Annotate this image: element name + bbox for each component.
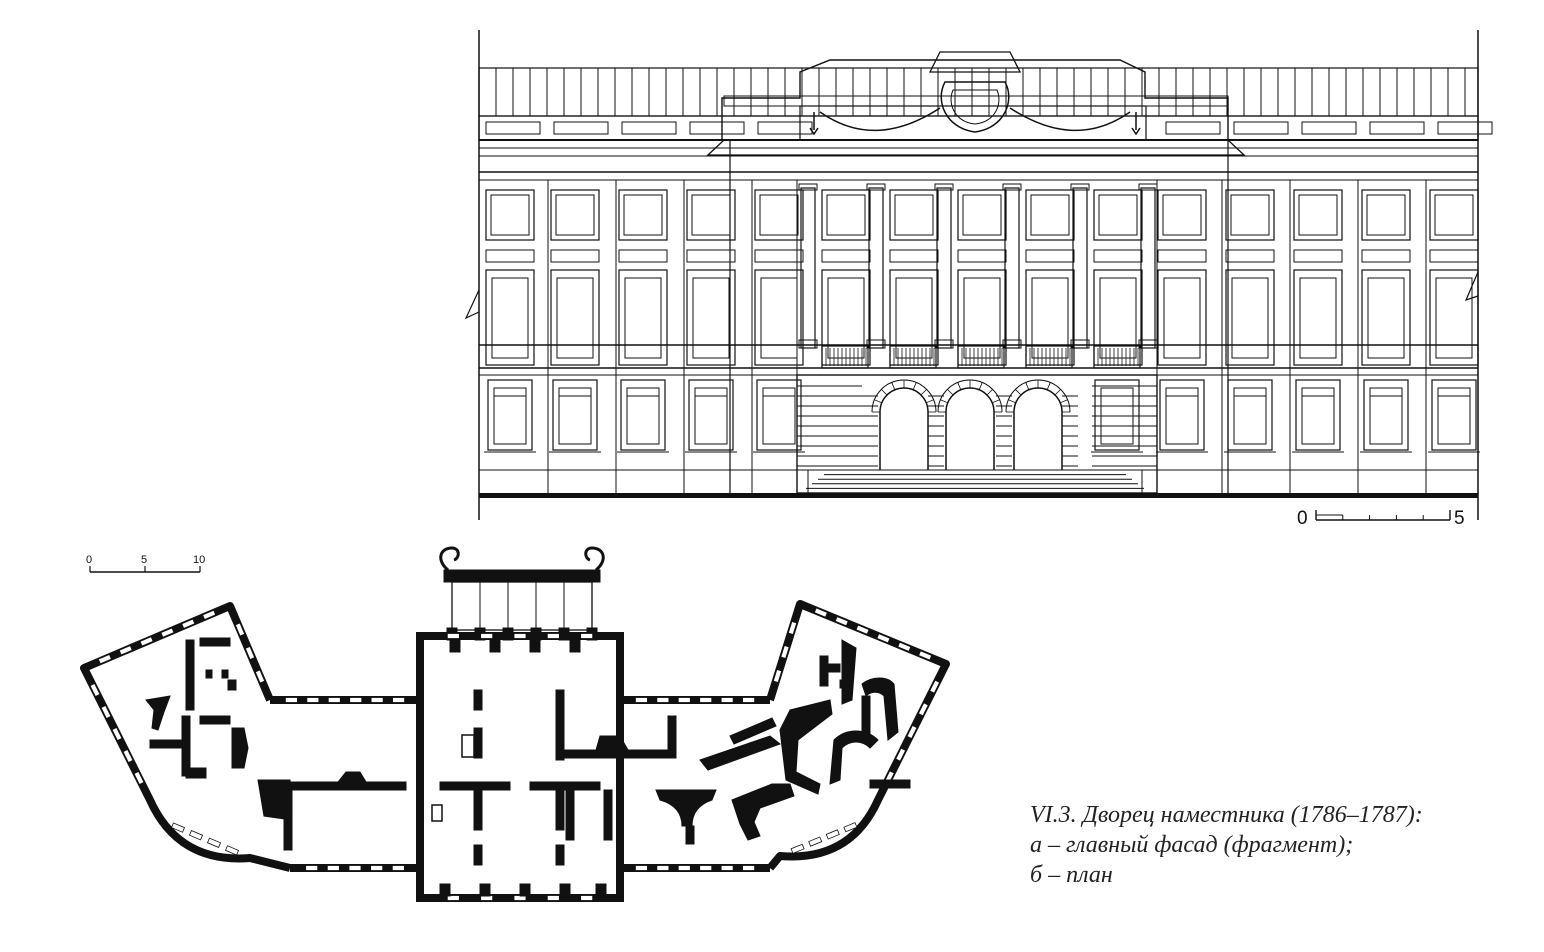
window — [1224, 379, 1276, 453]
entrance-arches — [871, 379, 1071, 470]
window — [889, 189, 939, 366]
column — [798, 183, 818, 349]
main-facade-elevation: 0 5 — [464, 30, 1493, 529]
caption-item-b: б – план — [1030, 862, 1113, 888]
facade-scale-start: 0 — [1297, 508, 1308, 529]
window — [549, 379, 601, 453]
window — [1093, 189, 1143, 366]
facade-scale-bar: 0 5 — [1297, 508, 1465, 529]
frieze-panels — [485, 121, 1493, 135]
interior-walls — [145, 637, 911, 897]
window — [1361, 189, 1411, 366]
portico — [439, 546, 605, 641]
entrance-steps — [806, 469, 1144, 493]
window — [618, 189, 668, 366]
window — [1360, 379, 1412, 453]
plan-scale-0: 0 — [86, 554, 92, 566]
window — [1428, 379, 1480, 453]
caption-title: VI.3. Дворец наместника (1786–1787): — [1030, 802, 1423, 828]
window — [685, 379, 737, 453]
window — [1156, 379, 1208, 453]
column — [934, 183, 954, 349]
balcony-balustrades — [821, 345, 1141, 369]
arch — [871, 379, 937, 470]
window — [821, 189, 871, 366]
window — [1157, 189, 1207, 366]
window — [485, 189, 535, 366]
arch — [1005, 379, 1071, 470]
window — [957, 189, 1007, 366]
window — [686, 189, 736, 366]
column — [1002, 183, 1022, 349]
plan-scale-5: 5 — [141, 554, 147, 566]
rusticated-base — [797, 385, 1157, 467]
facade-columns — [798, 183, 1158, 349]
plan-scale-10: 10 — [193, 554, 205, 566]
plan-windows — [89, 607, 941, 901]
column — [866, 183, 886, 349]
column — [1070, 183, 1090, 349]
window — [1225, 189, 1275, 366]
window — [1292, 379, 1344, 453]
window — [1293, 189, 1343, 366]
window — [1025, 189, 1075, 366]
figure-caption: VI.3. Дворец наместника (1786–1787): а –… — [1030, 800, 1530, 890]
window — [1429, 189, 1479, 366]
window — [484, 379, 536, 453]
window — [754, 189, 804, 366]
central-block — [416, 632, 624, 902]
plan-scale-bar: 0 5 10 — [86, 554, 205, 573]
window — [550, 189, 600, 366]
facade-scale-end: 5 — [1454, 508, 1465, 529]
caption-item-a: а – главный фасад (фрагмент); — [1030, 832, 1354, 858]
facade-bays — [478, 140, 1480, 493]
window — [617, 379, 669, 453]
floor-plan: 0 5 10 — [80, 546, 950, 902]
arch — [937, 379, 1003, 470]
column — [1138, 183, 1158, 349]
roof-lines — [495, 68, 1466, 116]
window — [753, 379, 805, 453]
